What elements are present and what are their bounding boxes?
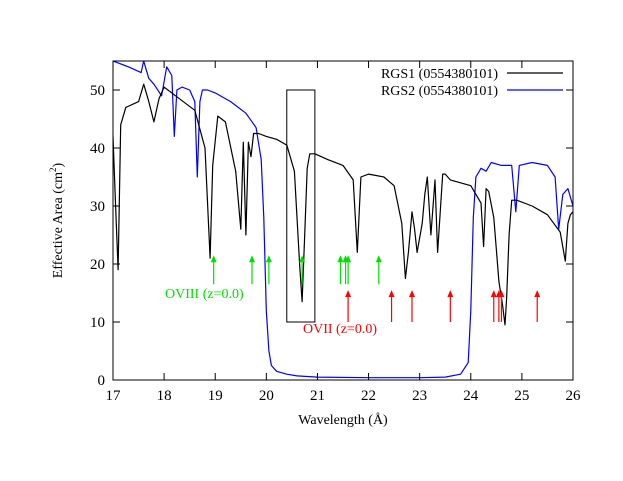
x-tick-label: 18 [157,388,172,404]
ovii-arrow [388,290,395,322]
ovii-arrow-head [490,290,497,298]
oviii-arrow [210,255,217,285]
y-tick-label: 10 [90,315,105,331]
ovii-arrow-head [498,290,505,298]
annotation-layer: OVIII (z=0.0) OVII (z=0.0) [165,89,541,337]
oviii-arrow [299,255,306,285]
oviii-arrow [249,255,256,285]
oviii-label: OVIII (z=0.0) [165,287,244,302]
ovii-arrow [534,290,541,322]
y-tick-label: 0 [98,373,106,389]
y-tick-label: 40 [90,141,105,157]
y-axis-label-main: Effective Area (cm [51,172,66,278]
x-tick-label: 19 [208,388,223,404]
x-axis-label: Wavelength (Å) [298,412,388,428]
y-axis-label-sup: 2 [48,167,58,172]
ovii-arrow-head [447,290,454,298]
y-tick-label: 30 [90,199,105,215]
y-tick-label: 50 [90,83,105,99]
ovii-label: OVII (z=0.0) [303,322,377,337]
oviii-arrow [337,255,344,285]
oviii-arrow-head [345,255,352,263]
x-tick-label: 17 [106,388,122,404]
oviii-arrow-head [375,255,382,263]
oviii-arrow [345,255,352,285]
ovii-arrow [345,290,352,322]
legend-label-rgs2: RGS2 (0554380101) [381,84,498,99]
series-layer [113,61,573,379]
series-line-rgs1 [113,83,573,326]
oviii-arrow [375,255,382,285]
oviii-arrow-head [265,255,272,263]
ovii-arrow [447,290,454,322]
plot-frame [112,60,574,381]
x-tick-label: 23 [412,388,427,404]
ovii-arrow [490,290,497,322]
ovii-arrow-head [409,290,415,298]
oviii-arrow-head [249,255,256,263]
y-axis-label: Effective Area (cm2) [48,162,66,278]
tick-layer: 17 18 19 20 21 22 23 24 25 26 0 10 20 30 40 50 [90,61,581,404]
oviii-arrow-head [299,255,306,263]
oviii-arrow-head [210,255,217,263]
ovii-arrow-head [345,290,352,298]
x-tick-label: 26 [566,388,582,404]
y-axis-label-close: ) [51,162,66,167]
legend-label-rgs1: RGS1 (0554380101) [381,67,498,82]
y-tick-label: 20 [90,257,105,273]
ovii-arrow-head [534,290,541,298]
x-tick-label: 21 [310,388,325,404]
legend: RGS1 (0554380101) RGS2 (0554380101) [381,67,563,99]
x-tick-label: 22 [361,388,376,404]
ovii-arrow-head [388,290,395,298]
x-tick-label: 24 [463,388,479,404]
x-tick-label: 25 [514,388,529,404]
ovii-arrow [409,290,415,322]
x-tick-label: 20 [259,388,274,404]
oviii-arrow [265,255,272,285]
ovii-arrow [498,290,505,322]
series-line-rgs2 [113,61,573,379]
oviii-arrow-head [337,255,344,263]
highlight-box [286,89,316,323]
